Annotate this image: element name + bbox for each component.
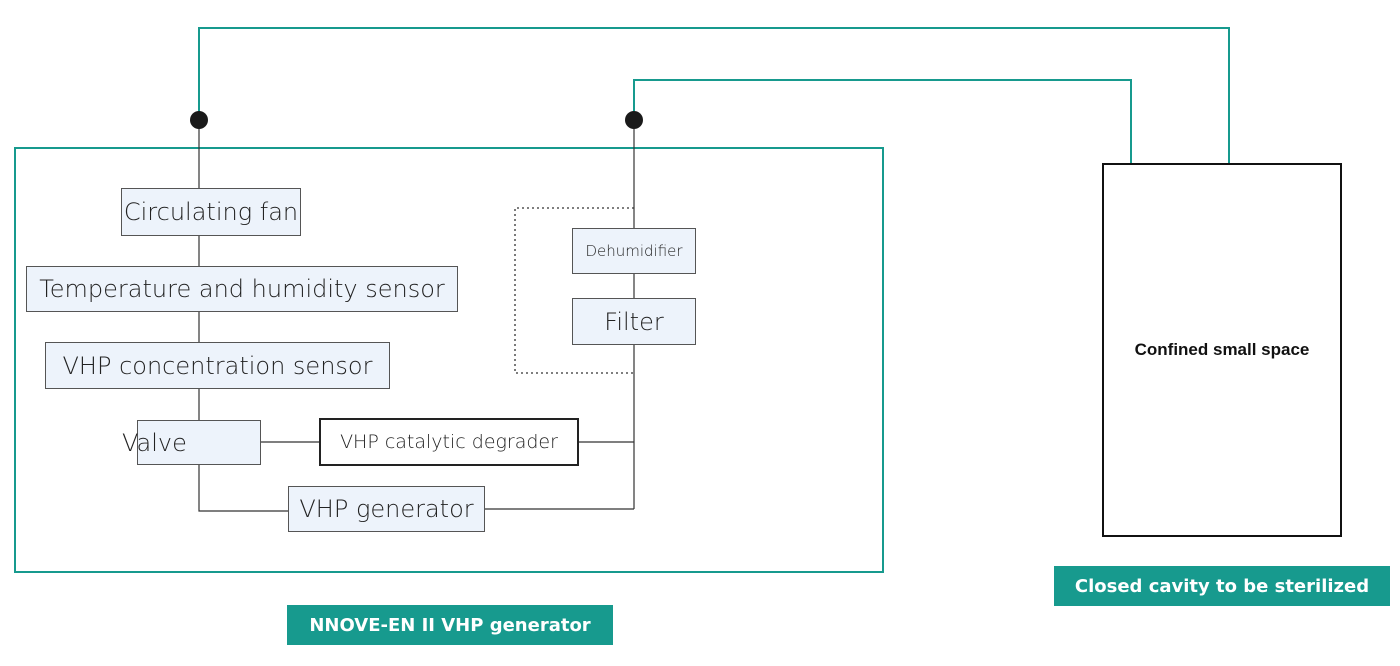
generator-caption-text: NNOVE-EN II VHP generator <box>309 614 591 636</box>
vhp-concentration-sensor-box: VHP concentration sensor <box>45 342 390 389</box>
cavity-caption: Closed cavity to be sterilized <box>1054 566 1390 606</box>
vhp-concentration-sensor-label: VHP concentration sensor <box>62 351 373 380</box>
left-port-dot <box>190 111 208 129</box>
right-port-dot <box>625 111 643 129</box>
valve-box: Valve <box>122 420 261 465</box>
confined-space-label: Confined small space <box>1134 340 1310 359</box>
dehumidifier-box: Dehumidifier <box>572 228 696 274</box>
temperature-humidity-sensor-label: Temperature and humidity sensor <box>39 275 445 303</box>
vhp-catalytic-degrader-box: VHP catalytic degrader <box>319 418 579 466</box>
generator-caption: NNOVE-EN II VHP generator <box>287 605 613 645</box>
valve-to-generator-line <box>198 465 289 512</box>
circulating-fan-box: Circulating fan <box>121 188 301 236</box>
temperature-humidity-sensor-box: Temperature and humidity sensor <box>26 266 458 312</box>
dehumidifier-label: Dehumidifier <box>585 241 683 260</box>
vhp-generator-box: VHP generator <box>288 486 485 532</box>
vhp-catalytic-degrader-label: VHP catalytic degrader <box>340 430 558 453</box>
inner-duct-line <box>633 79 1132 163</box>
confined-space-box: Confined small space <box>1102 163 1342 537</box>
generator-housing <box>14 147 884 573</box>
dotted-bypass-line <box>514 207 634 374</box>
outer-duct-line <box>198 27 1230 163</box>
filter-label: Filter <box>604 307 664 336</box>
circulating-fan-label: Circulating fan <box>123 198 299 226</box>
vhp-generator-label: VHP generator <box>299 495 474 523</box>
cavity-caption-text: Closed cavity to be sterilized <box>1074 575 1370 597</box>
filter-box: Filter <box>572 298 696 345</box>
valve-label: Valve <box>122 428 187 457</box>
